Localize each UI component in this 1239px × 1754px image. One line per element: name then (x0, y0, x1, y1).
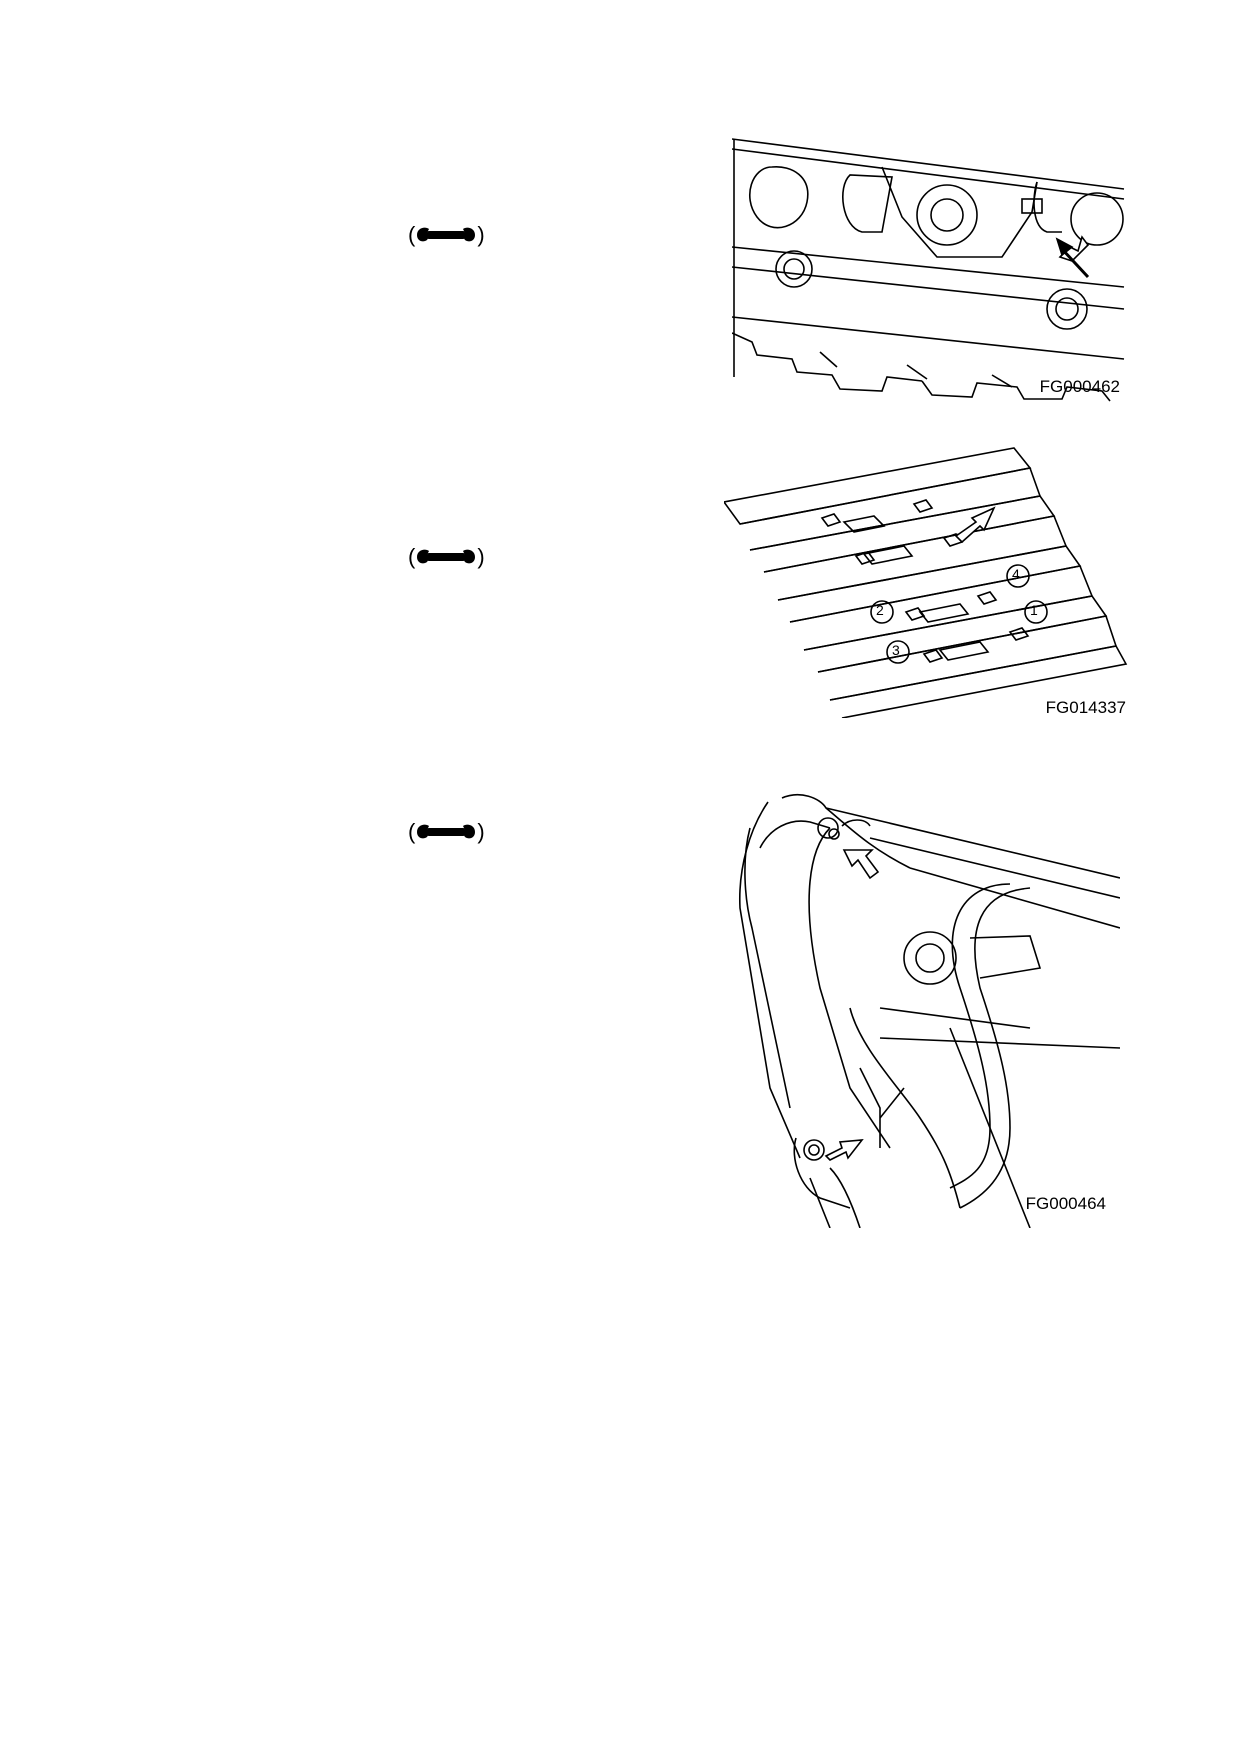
track-shoe-illustration (724, 447, 1128, 718)
torque-marker-1: ( ) (408, 224, 485, 246)
callout-2: 2 (876, 602, 884, 618)
callout-1: 1 (1030, 602, 1038, 618)
wrench-icon (417, 227, 476, 242)
callout-3: 3 (892, 642, 900, 658)
close-paren: ) (477, 222, 485, 247)
open-paren: ( (408, 222, 416, 247)
figure-track-shoe-bolts: 2 4 1 3 FG014337 (724, 442, 1134, 718)
figure-track-roller-guard: FG000462 (732, 137, 1132, 403)
figure-caption: FG014337 (1045, 698, 1126, 717)
open-paren: ( (408, 544, 416, 569)
wrench-icon (417, 824, 476, 839)
figure-boom-arm-pins: FG000464 (730, 788, 1120, 1228)
open-paren: ( (408, 819, 416, 844)
callout-4: 4 (1012, 566, 1020, 582)
track-roller-illustration (732, 138, 1125, 402)
boom-arm-illustration (738, 793, 1120, 1228)
torque-marker-2: ( ) (408, 546, 485, 568)
close-paren: ) (477, 819, 485, 844)
torque-marker-3: ( ) (408, 821, 485, 843)
figure-caption: FG000464 (1025, 1194, 1106, 1213)
close-paren: ) (477, 544, 485, 569)
wrench-icon (417, 549, 476, 564)
figure-caption: FG000462 (1039, 377, 1120, 396)
